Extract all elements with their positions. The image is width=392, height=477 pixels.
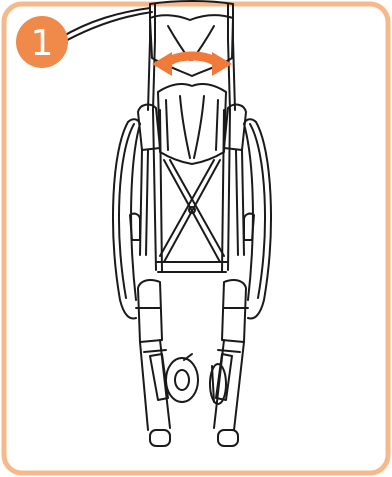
step-number: 1 xyxy=(31,23,54,64)
step-badge: 1 xyxy=(16,16,68,68)
